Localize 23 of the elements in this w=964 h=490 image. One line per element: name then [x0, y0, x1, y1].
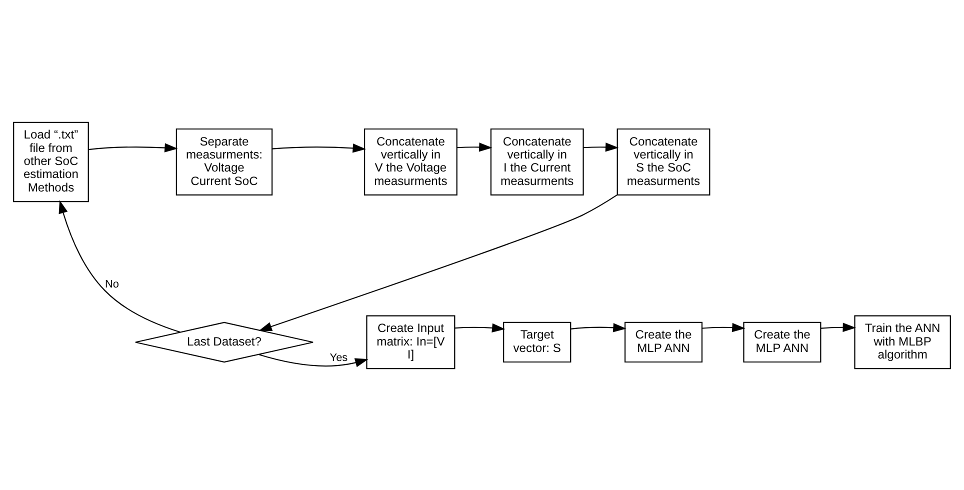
edge-label: Yes	[330, 351, 348, 364]
node-box: Train the ANN with MLBP algorithm	[854, 314, 951, 369]
arrow	[272, 143, 366, 152]
arrow	[570, 322, 626, 332]
node-box: Target vector: S	[503, 321, 572, 362]
arrow	[456, 142, 492, 152]
node-box: Create Input matrix: In=[V I]	[366, 314, 456, 369]
arrow	[454, 322, 506, 332]
node-box: Create the MLP ANN	[624, 321, 703, 362]
arrow	[258, 354, 368, 367]
node-box: Create the MLP ANN	[743, 321, 822, 362]
node-box: Concatenate vertically in I the Current measurments	[490, 128, 584, 195]
arrow	[820, 322, 856, 332]
edge-label: No	[104, 278, 120, 290]
arrow	[702, 322, 746, 332]
arrow	[583, 142, 619, 152]
node-box: Concatenate vertically in V the Voltage measurments	[364, 128, 458, 195]
arrow	[88, 142, 178, 152]
node-box: Load “.txt” file from other SoC estimation Methods	[13, 121, 89, 202]
node-box: Concatenate vertically in S the SoC measurments	[616, 128, 710, 195]
node-box: Separate measurments: Voltage Current SoC	[176, 128, 273, 195]
arrow	[258, 194, 618, 330]
arrow	[58, 200, 180, 332]
